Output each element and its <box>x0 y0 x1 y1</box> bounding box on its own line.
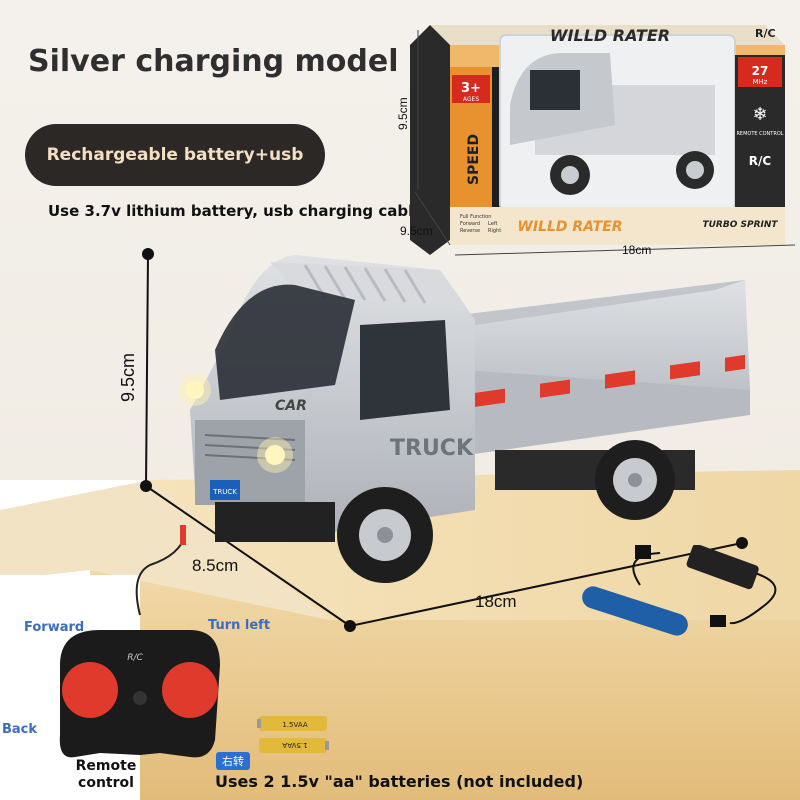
aa-batteries: 1.5VAA 1.5VAA <box>257 716 329 753</box>
remote-control: R/C <box>59 525 220 758</box>
battery-pill: Rechargeable battery+usb <box>25 124 325 186</box>
remote-label: R/C <box>127 653 143 663</box>
box-brand-bottom: WILLD RATER <box>517 219 622 235</box>
remote-back-label: Back <box>2 722 38 737</box>
battery-note: Use 3.7v lithium battery, usb charging c… <box>48 202 424 220</box>
box-depth-label: 9.5cm <box>400 224 433 238</box>
box-function-1: Forward <box>460 221 480 227</box>
box-brand: WILLD RATER <box>550 26 670 45</box>
truck-plate: TRUCK <box>212 488 237 496</box>
product-box: WILLD RATER R/C 3+ AGES 27 MHz ❄ REMOTE … <box>410 25 785 255</box>
remote-turn-left-label: Turn left <box>208 618 271 633</box>
box-freq: 27 <box>752 64 769 78</box>
remote-forward-label: Forward <box>24 620 85 635</box>
remote-turn-right-label: 右转 <box>216 752 250 770</box>
truck-width-label: 8.5cm <box>192 556 239 575</box>
truck-height-label: 9.5cm <box>118 352 138 402</box>
remote-caption: Remote control <box>75 758 137 791</box>
box-function-0: Full Function <box>460 214 491 220</box>
truck-length-label: 18cm <box>475 592 517 611</box>
box-function-2: Left <box>488 221 497 227</box>
box-age: 3+ <box>461 81 481 96</box>
page-title: Silver charging model <box>28 44 399 79</box>
box-rc: R/C <box>755 27 776 40</box>
box-function-4: Right <box>488 228 501 234</box>
box-function-3: Reverse <box>460 228 480 234</box>
box-age-sub: AGES <box>463 96 479 103</box>
battery-pack <box>582 545 777 636</box>
rc-truck: TRUCK CAR TRUCK <box>179 255 750 583</box>
snowflake-icon: ❄ <box>752 104 767 125</box>
batteries-note: Uses 2 1.5v "aa" batteries (not included… <box>215 772 584 791</box>
box-height-label: 9.5cm <box>396 97 410 130</box>
battery-label: 1.5VAA <box>282 721 307 729</box>
truck-side-text: TRUCK <box>390 436 474 461</box>
box-turbo: TURBO SPRINT <box>702 220 778 230</box>
box-remote-control: REMOTE CONTROL <box>736 131 783 137</box>
box-freq-unit: MHz <box>753 78 768 86</box>
truck-door-badge: CAR <box>275 398 307 414</box>
box-truck-illustration <box>510 53 715 195</box>
battery-label-reversed: 1.5VAA <box>282 741 307 749</box>
box-rc-side: R/C <box>749 154 772 168</box>
box-speed: SPEED <box>466 134 482 185</box>
box-length-label: 18cm <box>622 243 652 257</box>
